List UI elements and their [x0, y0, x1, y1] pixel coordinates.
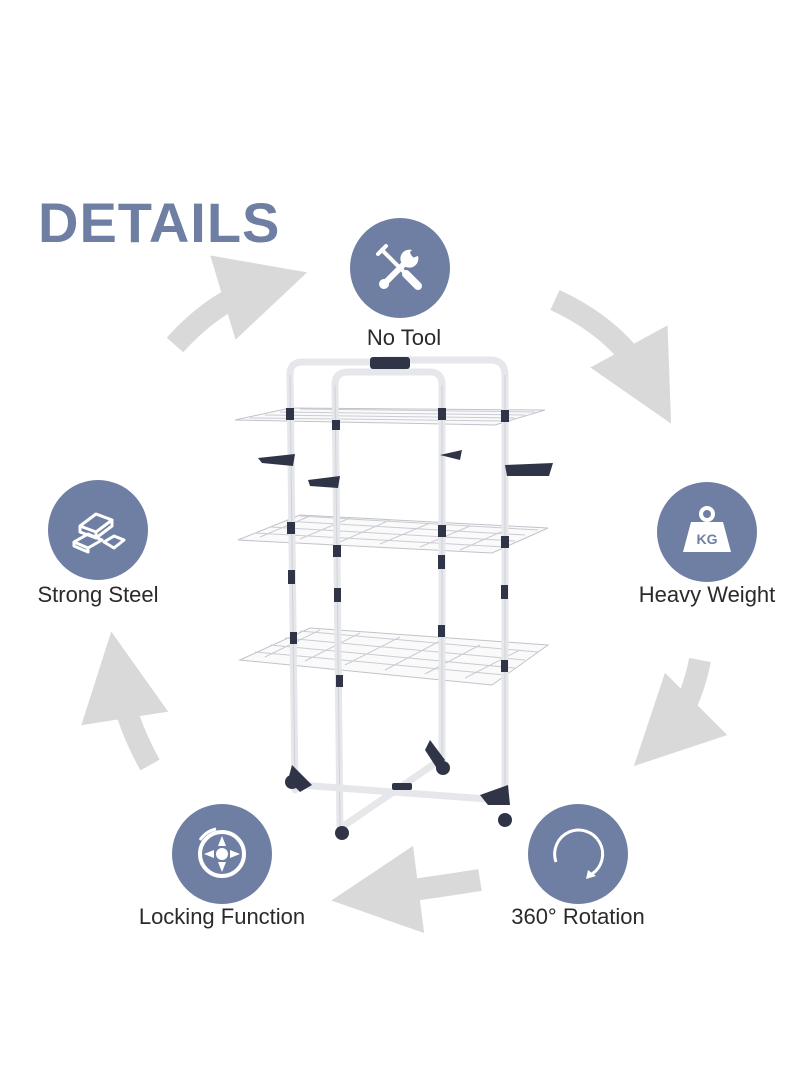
feature-label: 360° Rotation	[511, 904, 645, 929]
rack-wing-left	[258, 454, 295, 466]
arrow-right	[633, 657, 728, 767]
feature-circle	[172, 804, 272, 904]
rack-pole-inner	[331, 368, 446, 774]
rack-base-cross-1	[296, 781, 504, 804]
steel-bars-icon	[72, 512, 126, 554]
rack-shelf-middle	[237, 514, 549, 554]
rack-foot-right	[480, 785, 510, 805]
feature-circle	[48, 480, 148, 580]
feature-label: Strong Steel	[37, 582, 159, 607]
rack-wing-left-2	[308, 476, 340, 488]
rack-wheel-4	[436, 761, 450, 775]
tools-icon	[376, 244, 422, 290]
rack-shelf-top	[234, 407, 546, 426]
rack-wheel-2	[335, 826, 349, 840]
rack-wheel-1	[285, 775, 299, 789]
feature-label: Heavy Weight	[638, 582, 776, 607]
arrow-top-left	[166, 255, 308, 353]
feature-circle: KG	[657, 482, 757, 582]
svg-text:360°: 360°	[560, 845, 595, 864]
weight-kg-icon: KG	[683, 506, 731, 552]
rack-wing-right	[505, 463, 553, 476]
feature-label: Locking Function	[138, 904, 306, 929]
arrow-left	[81, 631, 169, 771]
rack-wheel-3	[498, 813, 512, 827]
feature-circle	[350, 218, 450, 318]
page-title: DETAILS	[38, 191, 281, 254]
rack-wing-right-2	[440, 450, 462, 460]
svg-text:KG: KG	[697, 531, 718, 547]
rack-pole-front-left	[286, 356, 509, 804]
feature-label: No Tool	[366, 325, 442, 350]
arrow-top-right	[550, 290, 672, 424]
rack-top-connector	[370, 357, 410, 369]
feature-circle: 360°	[528, 804, 628, 904]
wheel-lock-icon	[198, 827, 246, 878]
rack-base-cross-2	[341, 756, 444, 829]
arrow-bottom	[331, 845, 482, 934]
rotation-360-icon: 360°	[553, 828, 605, 879]
